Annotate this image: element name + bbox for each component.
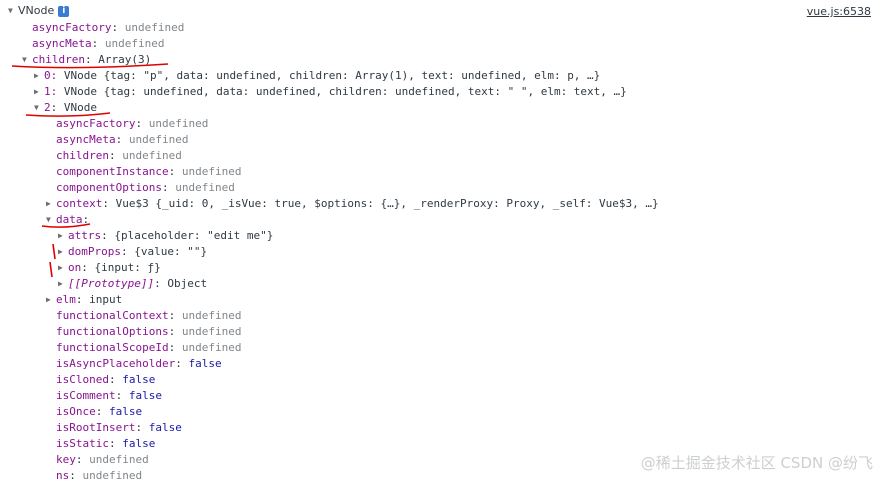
info-icon[interactable]: i [58, 5, 70, 17]
prop-ns[interactable]: ns: undefined [56, 469, 143, 482]
prop-asyncMeta[interactable]: asyncMeta: undefined [32, 37, 165, 50]
collapse-triangle-icon[interactable]: ▶ [58, 263, 63, 272]
prop-domProps[interactable]: ▶domProps: {value: ""} [58, 245, 208, 258]
prop-data[interactable]: ▼data: [46, 213, 90, 226]
prop-functionalOptions[interactable]: functionalOptions: undefined [56, 325, 242, 338]
expand-triangle-icon[interactable]: ▼ [34, 103, 39, 112]
collapse-triangle-icon[interactable]: ▶ [58, 279, 63, 288]
mark-on [49, 261, 53, 278]
collapse-triangle-icon[interactable]: ▶ [58, 247, 63, 256]
child-1-row[interactable]: ▶1: VNode {tag: undefined, data: undefin… [34, 85, 627, 98]
collapse-triangle-icon[interactable]: ▶ [34, 87, 39, 96]
prop-isOnce[interactable]: isOnce: false [56, 405, 143, 418]
prop-componentOptions[interactable]: componentOptions: undefined [56, 181, 235, 194]
prop-context[interactable]: ▶context: Vue$3 {_uid: 0, _isVue: true, … [46, 197, 659, 210]
expand-triangle-icon[interactable]: ▼ [46, 215, 51, 224]
prop-isCloned[interactable]: isCloned: false [56, 373, 156, 386]
prop-on[interactable]: ▶on: {input: ƒ} [58, 261, 161, 274]
collapse-triangle-icon[interactable]: ▶ [46, 295, 51, 304]
object-title: VNode [18, 4, 55, 17]
prop-attrs[interactable]: ▶attrs: {placeholder: "edit me"} [58, 229, 274, 242]
prop-asyncFactory[interactable]: asyncFactory: undefined [56, 117, 209, 130]
prop-functionalScopeId[interactable]: functionalScopeId: undefined [56, 341, 242, 354]
child-2-row[interactable]: ▼2: VNode [34, 101, 97, 114]
prop-isAsyncPlaceholder[interactable]: isAsyncPlaceholder: false [56, 357, 222, 370]
prop-functionalContext[interactable]: functionalContext: undefined [56, 309, 242, 322]
prop-elm[interactable]: ▶elm: input [46, 293, 123, 306]
collapse-triangle-icon[interactable]: ▶ [58, 231, 63, 240]
prop-key[interactable]: key: undefined [56, 453, 149, 466]
mark-domProps [52, 243, 56, 260]
expand-triangle-icon[interactable]: ▼ [8, 6, 13, 15]
prop-asyncMeta[interactable]: asyncMeta: undefined [56, 133, 189, 146]
source-link[interactable]: vue.js:6538 [806, 5, 871, 18]
collapse-triangle-icon[interactable]: ▶ [46, 199, 51, 208]
prop-isRootInsert[interactable]: isRootInsert: false [56, 421, 182, 434]
prop-asyncFactory[interactable]: asyncFactory: undefined [32, 21, 185, 34]
prop-prototype[interactable]: ▶[[Prototype]]: Object [58, 277, 208, 290]
collapse-triangle-icon[interactable]: ▶ [34, 71, 39, 80]
child-0-row[interactable]: ▶0: VNode {tag: "p", data: undefined, ch… [34, 69, 601, 82]
prop-children[interactable]: children: undefined [56, 149, 182, 162]
watermark: @稀土掘金技术社区 CSDN @纷飞 [640, 454, 873, 472]
prop-componentInstance[interactable]: componentInstance: undefined [56, 165, 242, 178]
expand-triangle-icon[interactable]: ▼ [22, 55, 27, 64]
prop-isStatic[interactable]: isStatic: false [56, 437, 156, 450]
prop-children[interactable]: ▼children: Array(3) [22, 53, 152, 66]
prop-isComment[interactable]: isComment: false [56, 389, 162, 402]
